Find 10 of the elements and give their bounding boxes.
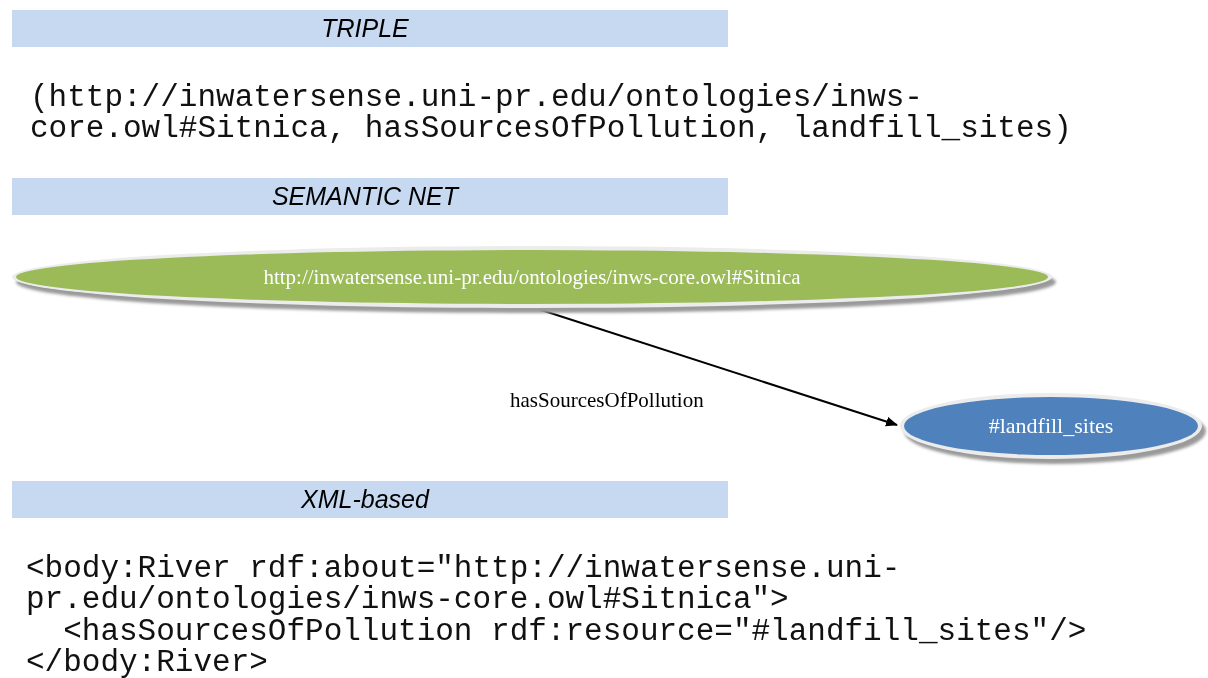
section-header: TRIPLE [12,10,728,47]
xml-code-line: <body:River rdf:about="http://inwatersense.uni-pr.edu/ontologies/inws-core.owl#Sitnica"> [26,553,902,615]
xml-code-line: <hasSourcesOfPollution rdf:resource="#landfill_sites"/> [63,616,1088,647]
xml-code-line: </body:River> [26,647,269,678]
concept-ellipse: http://inwatersense.uni-pr.edu/ontologies/inws-core.owl#Sitnica [12,246,1052,308]
triple-code-text: (http://inwatersense.uni-pr.edu/ontologies/inws-core.owl#Sitnica, hasSourcesOfPollution, landfill_sites) [30,82,1073,144]
section-header: SEMANTIC NET [12,178,728,215]
arrow [534,307,898,427]
concept-ellipse: #landfill_sites [900,393,1202,459]
section-header: XML-based [12,481,728,518]
